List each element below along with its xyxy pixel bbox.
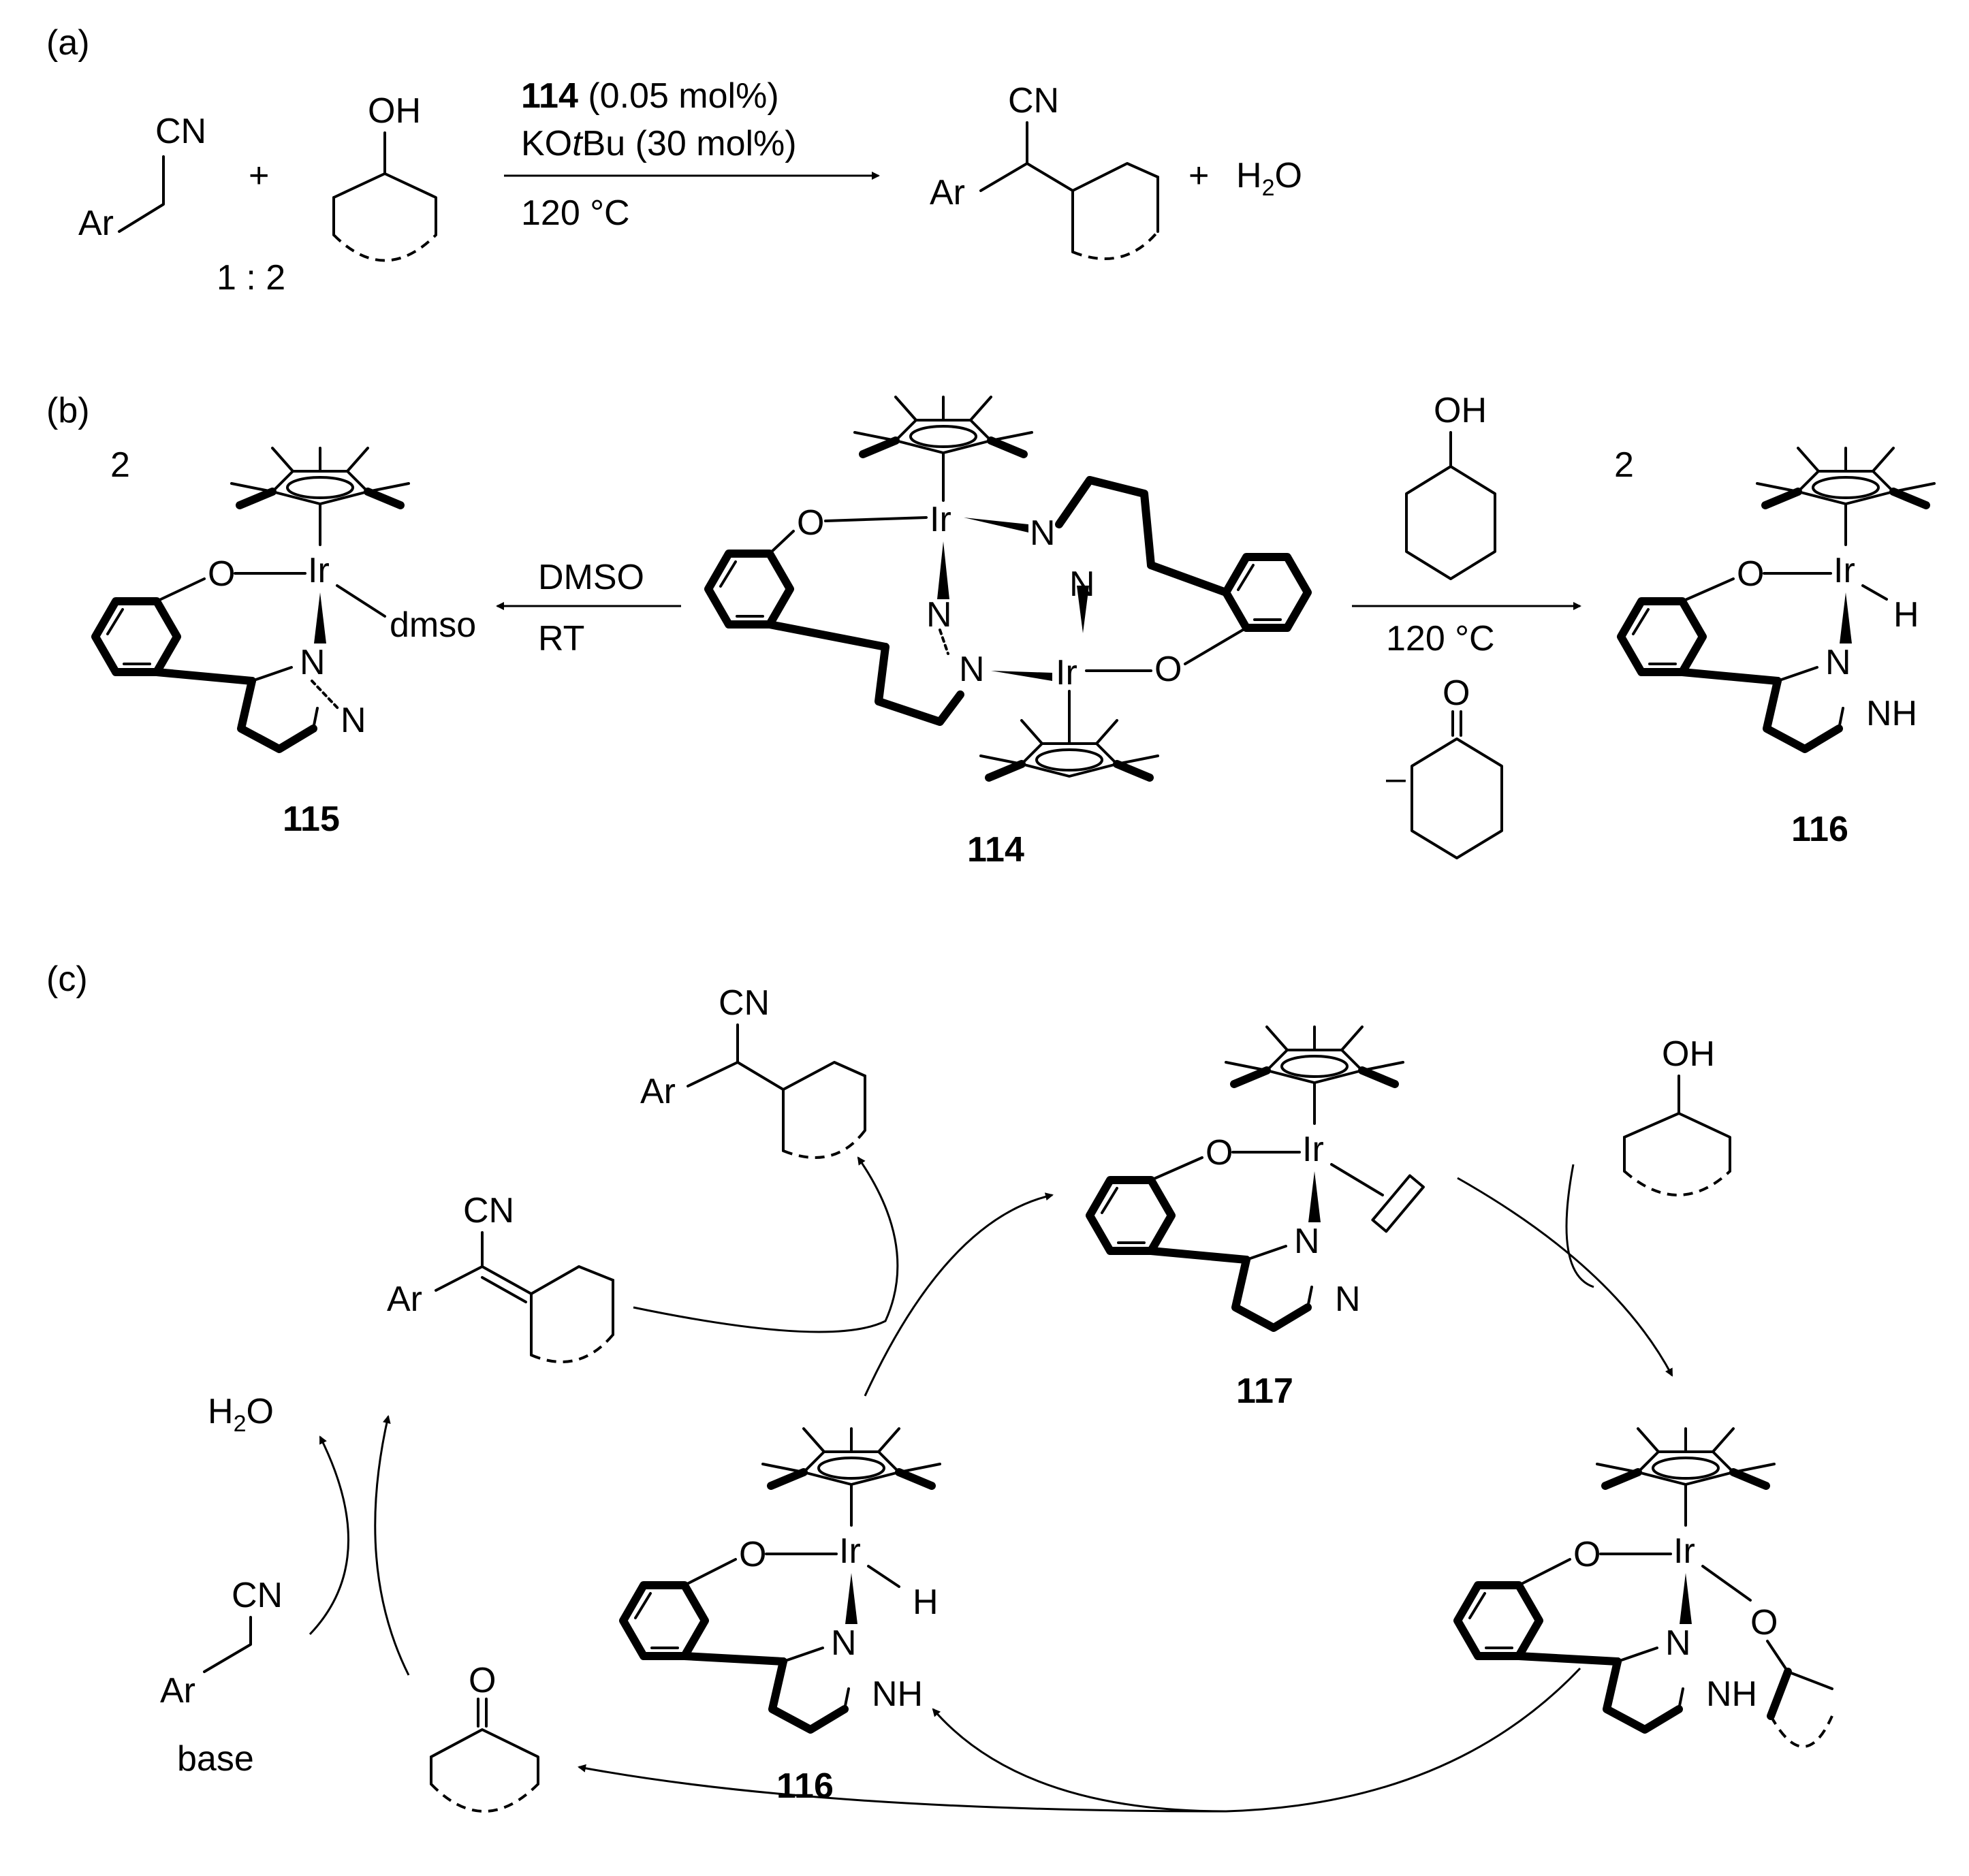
compound-label: 114 xyxy=(967,830,1024,870)
n-label: N xyxy=(926,595,952,635)
ar-label: Ar xyxy=(640,1072,676,1111)
nh-label: NH xyxy=(1706,1674,1757,1714)
alkylated-product-top: CN Ar xyxy=(640,983,866,1159)
n-label: N xyxy=(1030,513,1056,553)
n-label: N xyxy=(341,701,366,740)
base-label: base xyxy=(177,1739,254,1779)
cn-label: CN xyxy=(155,112,206,151)
coefficient-left: 2 xyxy=(110,445,130,485)
ratio-label: 1 : 2 xyxy=(217,258,285,298)
secondary-alcohol: OH xyxy=(332,91,437,262)
ir-label: Ir xyxy=(1673,1531,1695,1571)
reaction-arrow-dmso: DMSO RT xyxy=(496,558,681,658)
ar-label: Ar xyxy=(930,173,965,212)
nh-label: NH xyxy=(1866,694,1917,733)
o-label: O xyxy=(1154,650,1182,689)
o-label: O xyxy=(1206,1133,1233,1173)
n-label: N xyxy=(1294,1222,1320,1261)
cn-label: CN xyxy=(463,1191,514,1230)
ir-label: Ir xyxy=(1833,551,1855,590)
ar-label: Ar xyxy=(160,1671,195,1711)
n-label: N xyxy=(831,1623,857,1663)
h-label: H xyxy=(913,1583,939,1622)
o-label: O xyxy=(208,554,235,594)
o-label: O xyxy=(797,503,824,543)
n-label: N xyxy=(300,643,326,682)
ir-label: Ir xyxy=(930,500,951,539)
o-label: O xyxy=(1750,1603,1778,1642)
compound-label: 116 xyxy=(1791,810,1848,849)
oh-label: OH xyxy=(1662,1034,1715,1074)
oh-label: OH xyxy=(1434,391,1487,430)
panel-label-c: (c) xyxy=(46,959,88,999)
cn-label: CN xyxy=(232,1576,283,1615)
nh-label: NH xyxy=(872,1674,923,1714)
coefficient-right: 2 xyxy=(1614,445,1634,485)
base-label: KOtBu (30 mol%) xyxy=(521,124,797,163)
n-label: N xyxy=(1665,1623,1691,1663)
panel-label-a: (a) xyxy=(46,23,90,63)
compound-label: 115 xyxy=(283,799,340,839)
o-label: O xyxy=(469,1661,496,1700)
reaction-arrow-a: 114 (0.05 mol%) KOtBu (30 mol%) 120 °C xyxy=(504,76,880,233)
n-label: N xyxy=(1825,643,1851,682)
water-label: H2O xyxy=(208,1392,274,1437)
o-label: O xyxy=(1443,673,1470,713)
ar-label: Ar xyxy=(387,1279,422,1319)
complex-116: Ir O H N NH 116 xyxy=(1621,448,1934,849)
o-label: O xyxy=(1573,1535,1601,1574)
compound-label: 117 xyxy=(1236,1371,1293,1411)
reaction-arrow-cyclohexanol: OH 120 °C – O xyxy=(1352,391,1581,859)
dmso-reagent: DMSO xyxy=(538,558,644,597)
cn-label: CN xyxy=(719,983,770,1023)
ir-label: Ir xyxy=(839,1531,861,1571)
ketone-c: O xyxy=(430,1661,539,1813)
compound-label: 116 xyxy=(776,1766,834,1806)
alkene-intermediate: CN Ar xyxy=(387,1191,614,1363)
rt-condition: RT xyxy=(538,619,584,658)
oh-label: OH xyxy=(368,91,421,131)
dmso-label: dmso xyxy=(390,605,476,645)
ir-label: Ir xyxy=(308,551,330,590)
ir-label: Ir xyxy=(1056,653,1077,693)
o-label: O xyxy=(739,1535,766,1574)
temperature-label: 120 °C xyxy=(1386,619,1495,658)
temperature-label: 120 °C xyxy=(521,193,630,233)
complex-115: Ir O dmso N N 115 xyxy=(95,448,476,839)
alkylated-nitrile-product: CN Ar xyxy=(930,81,1159,260)
alkoxide-complex: Ir O O N NH xyxy=(1458,1429,1833,1748)
arylacetonitrile-c: CN Ar base xyxy=(160,1576,283,1779)
ar-label: Ar xyxy=(78,204,114,243)
alcohol-c: OH xyxy=(1623,1034,1731,1196)
panel-label-b: (b) xyxy=(46,391,90,430)
cycle-arrows xyxy=(309,1156,1673,1813)
plus-sign: + xyxy=(1188,156,1209,195)
n-label: N xyxy=(959,650,985,689)
h-label: H xyxy=(1893,595,1919,635)
cn-label: CN xyxy=(1008,81,1059,121)
n-label: N xyxy=(1335,1279,1361,1319)
water-label: H2O xyxy=(1236,156,1302,201)
complex-116-cycle: Ir O H N NH 116 xyxy=(623,1429,940,1806)
plus-sign: + xyxy=(249,156,269,195)
o-label: O xyxy=(1737,554,1764,594)
catalyst-label: 114 (0.05 mol%) xyxy=(521,76,779,116)
minus-sign: – xyxy=(1386,759,1406,798)
ir-label: Ir xyxy=(1302,1130,1324,1169)
dimer-114: Ir O N N N N Ir O 114 xyxy=(708,397,1308,870)
arylacetonitrile: CN Ar xyxy=(78,112,206,243)
complex-117: Ir O N N 117 xyxy=(1090,1027,1425,1411)
